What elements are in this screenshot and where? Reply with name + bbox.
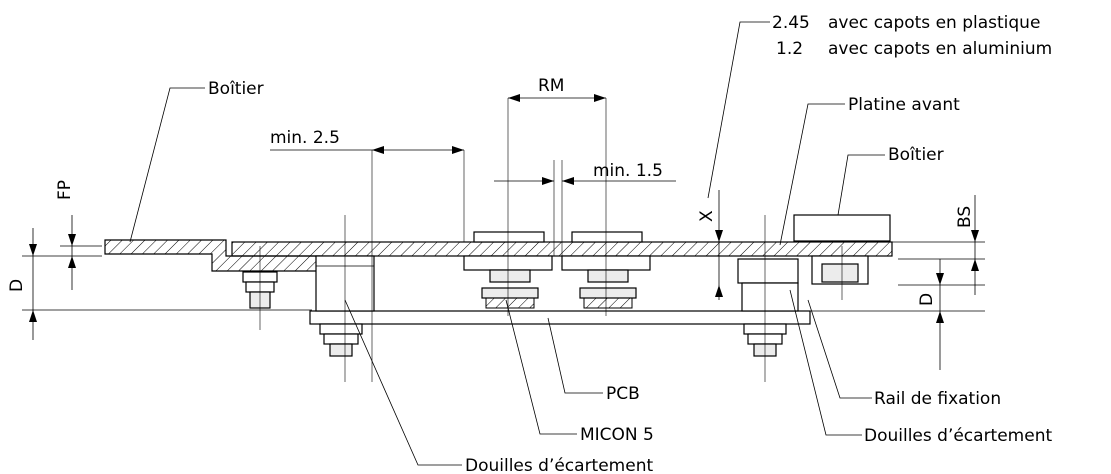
label-pcb: PCB (606, 384, 640, 404)
bolt-left-bottom (319, 323, 363, 357)
pcb-board (309, 310, 811, 325)
micon-connector-1 (463, 231, 553, 309)
leader-boitier-right: Boîtier (837, 145, 944, 216)
dim-label-rm: RM (538, 76, 564, 96)
dim-label-d-left: D (7, 279, 27, 292)
label-platine-avant: Platine avant (848, 95, 960, 115)
leader-platine: Platine avant (779, 95, 960, 246)
dim-bs: BS (955, 195, 979, 295)
reference-lines (22, 241, 985, 312)
leader-pcb: PCB (547, 317, 640, 404)
label-rail: Rail de fixation (874, 389, 1001, 409)
leader-micon: MICON 5 (505, 299, 654, 445)
label-douilles-bottom: Douilles d’écartement (465, 456, 653, 474)
leader-boitier-left: Boîtier (129, 79, 264, 243)
leader-douilles-right: Douilles d’écartement (789, 289, 1052, 446)
housing-right (793, 214, 891, 242)
dim-fp: FP (55, 180, 76, 290)
dim-d-left: D (7, 228, 37, 340)
dim-label-d-right: D (917, 293, 937, 306)
dim-x: X (697, 190, 723, 300)
label-boitier-left: Boîtier (208, 79, 264, 99)
label-micon: MICON 5 (580, 425, 654, 445)
dim-d-right: D (917, 259, 944, 370)
note-2-text: avec capots en aluminium (828, 39, 1052, 59)
leader-douilles-bottom: Douilles d’écartement (344, 299, 653, 474)
dim-label-x: X (697, 210, 717, 222)
label-douilles-right: Douilles d’écartement (864, 426, 1052, 446)
dim-label-min-2-5: min. 2.5 (270, 128, 340, 148)
center-lines (259, 98, 843, 382)
leader-rail: Rail de fixation (807, 299, 1001, 409)
note-1-text: avec capots en plastique (828, 13, 1040, 33)
rail-block (811, 255, 869, 285)
spacer-right (737, 258, 799, 312)
leader-x-note: 2.45 avec capots en plastique 1.2 avec c… (707, 13, 1052, 199)
dim-rm: RM (508, 76, 606, 102)
dim-min-2-5: min. 2.5 (270, 128, 465, 382)
note-2-value: 1.2 (776, 39, 803, 59)
label-boitier-right: Boîtier (888, 145, 944, 165)
dim-label-fp: FP (55, 180, 75, 200)
dim-min-1-5: min. 1.5 (494, 160, 676, 256)
dim-label-min-1-5: min. 1.5 (593, 161, 663, 181)
note-1-value: 2.45 (772, 13, 810, 33)
dim-label-bs: BS (955, 206, 975, 228)
